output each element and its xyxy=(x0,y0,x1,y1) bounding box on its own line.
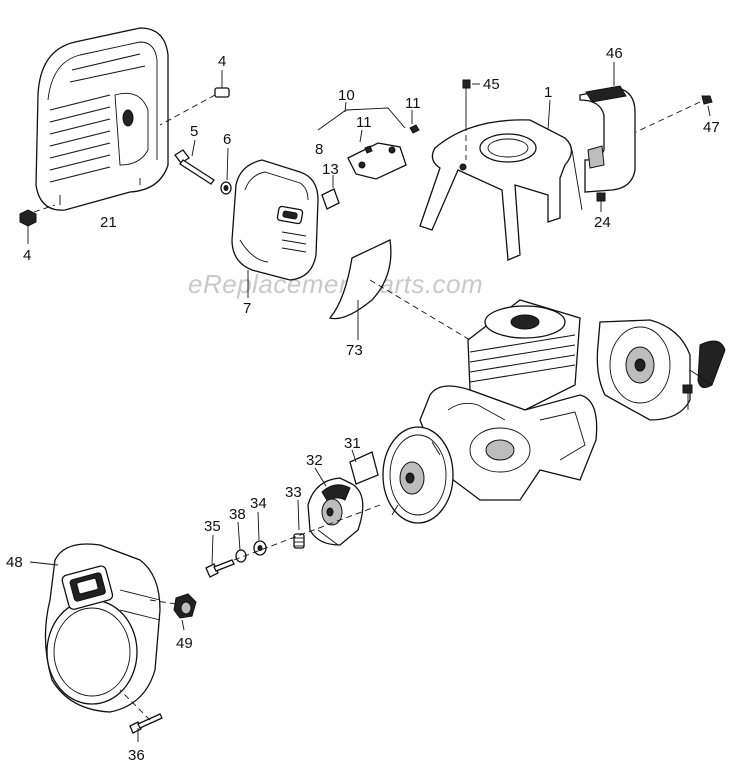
part-73-heat-shield[interactable] xyxy=(328,239,471,341)
part-36-screw[interactable] xyxy=(119,689,163,742)
part-45-bolt[interactable] xyxy=(462,79,480,160)
engine-crankcase[interactable] xyxy=(419,385,598,501)
starter-screw[interactable] xyxy=(682,384,693,410)
part-31-plate[interactable] xyxy=(349,449,379,485)
part-13-gasket[interactable] xyxy=(321,188,340,210)
bracket-leader-lines xyxy=(317,101,413,188)
label-part-45: 45 xyxy=(483,76,500,93)
label-part-34: 34 xyxy=(250,495,267,512)
part-4-screw-upper[interactable] xyxy=(159,70,230,126)
label-part-21: 21 xyxy=(100,214,117,231)
part-48-fan-housing[interactable] xyxy=(29,543,161,713)
part-21-muffler-cover[interactable] xyxy=(35,27,169,211)
part-11-screw-b[interactable] xyxy=(409,124,420,134)
label-part-48: 48 xyxy=(6,554,23,571)
label-part-73: 73 xyxy=(346,342,363,359)
part-1-engine-top-cover[interactable] xyxy=(419,99,573,261)
label-part-49: 49 xyxy=(176,635,193,652)
engine-cylinder[interactable] xyxy=(467,299,581,411)
label-part-8: 8 xyxy=(315,141,323,158)
label-part-1: 1 xyxy=(544,84,552,101)
label-part-11-a: 11 xyxy=(356,114,372,131)
recoil-starter[interactable] xyxy=(596,319,726,421)
part-46-cap[interactable] xyxy=(579,62,636,193)
part-38-washer[interactable] xyxy=(235,521,247,563)
part-6-washer[interactable] xyxy=(220,147,232,195)
part-49-plug-cap[interactable] xyxy=(149,593,197,631)
label-part-46: 46 xyxy=(606,45,623,62)
part-7-muffler[interactable] xyxy=(231,159,319,298)
label-part-4-lower: 4 xyxy=(23,247,31,264)
label-part-36: 36 xyxy=(128,747,145,764)
label-part-31: 31 xyxy=(344,435,361,452)
part-47-screw[interactable] xyxy=(635,95,713,133)
part-5-bolt[interactable] xyxy=(174,139,215,185)
label-part-24: 24 xyxy=(594,214,611,231)
part-35-bolt[interactable] xyxy=(205,504,381,578)
part-8-bracket[interactable] xyxy=(347,142,407,180)
label-part-35: 35 xyxy=(204,518,221,535)
watermark: eReplacementParts.com xyxy=(188,269,483,299)
label-part-10: 10 xyxy=(338,87,355,104)
flywheel[interactable] xyxy=(382,426,454,524)
part-11-screw-a[interactable] xyxy=(364,145,373,154)
label-part-7: 7 xyxy=(243,300,251,317)
label-part-33: 33 xyxy=(285,484,302,501)
part-24-screw[interactable] xyxy=(571,149,606,212)
label-part-32: 32 xyxy=(306,452,323,469)
label-part-6: 6 xyxy=(223,131,231,148)
label-part-4-upper: 4 xyxy=(218,53,226,70)
part-32-clutch[interactable] xyxy=(307,467,364,546)
label-part-11-b: 11 xyxy=(405,95,421,112)
part-33-spring[interactable] xyxy=(293,499,305,549)
label-part-47: 47 xyxy=(703,119,720,136)
label-part-5: 5 xyxy=(190,123,198,140)
label-part-38: 38 xyxy=(229,506,246,523)
label-part-13: 13 xyxy=(322,161,339,178)
part-4-screw-lower[interactable] xyxy=(19,204,56,244)
